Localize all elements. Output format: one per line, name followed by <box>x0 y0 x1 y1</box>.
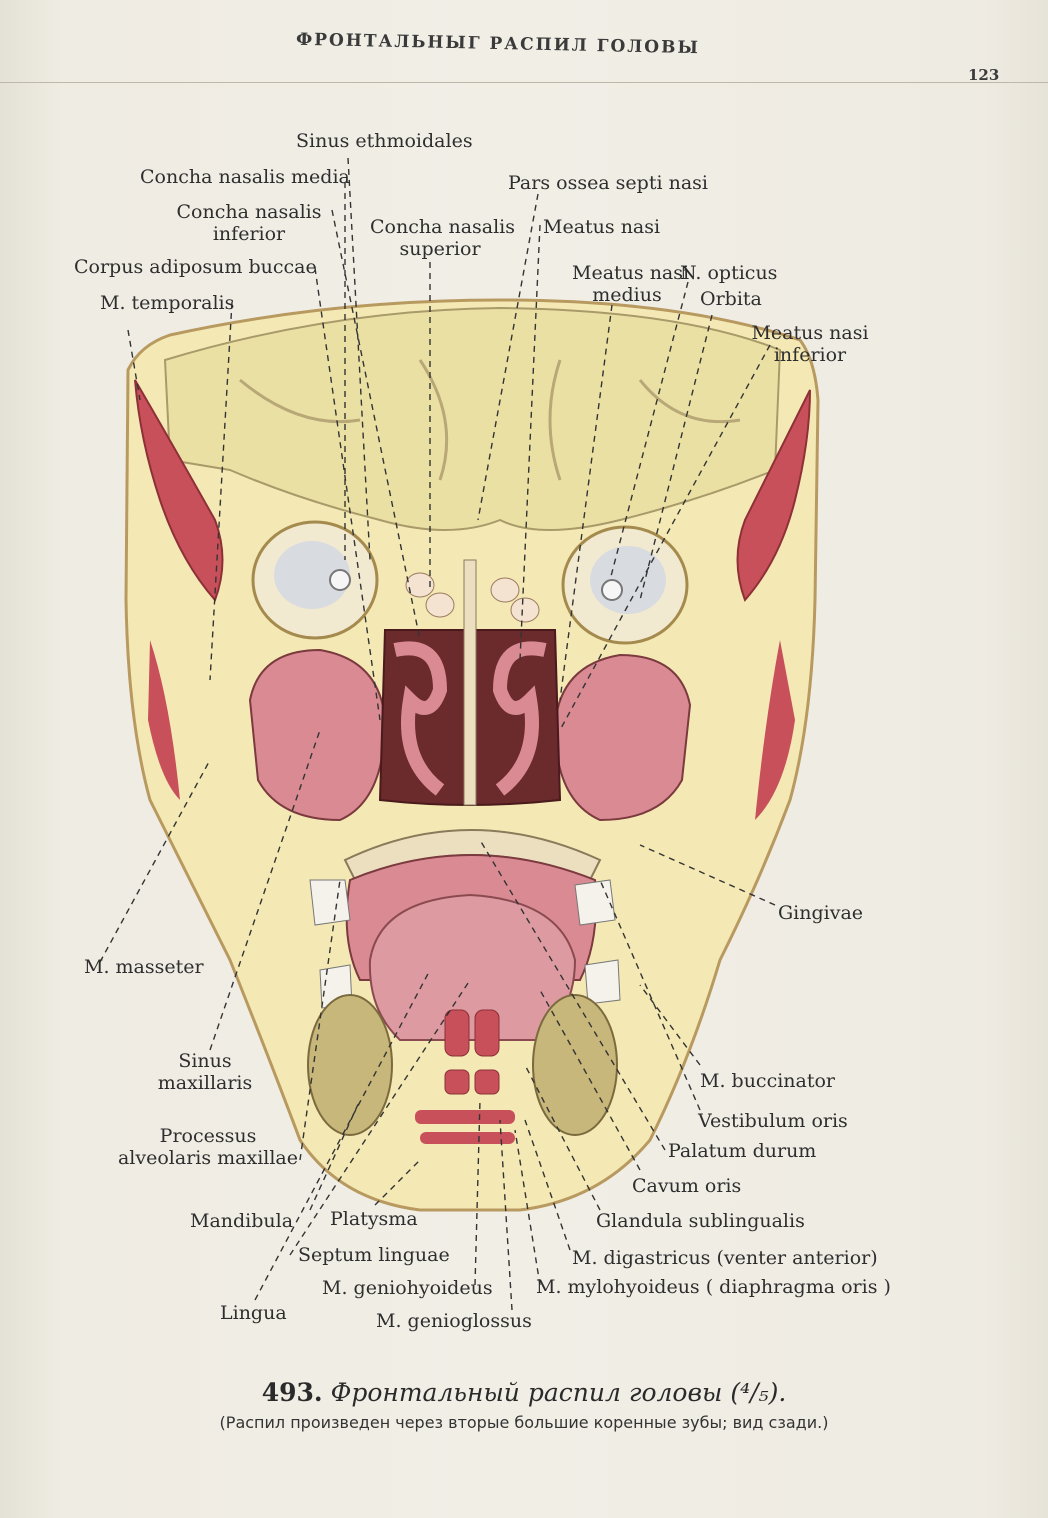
teeth-upper-left <box>309 879 351 926</box>
label-glandula-sublingualis: Glandula sublingualis <box>596 1210 805 1232</box>
label-m-digastricus: M. digastricus (venter anterior) <box>572 1247 878 1269</box>
septum-nasi <box>463 559 477 806</box>
label-m-mylohyoideus: M. mylohyoideus ( diaphragma oris ) <box>536 1276 891 1298</box>
label-vestibulum-oris: Vestibulum oris <box>698 1110 848 1132</box>
label-concha-nasalis-inferior: Concha nasalis inferior <box>176 201 322 245</box>
figure-number: 493. <box>261 1378 323 1407</box>
label-cavum-oris: Cavum oris <box>632 1175 742 1197</box>
label-m-buccinator: M. buccinator <box>700 1070 836 1092</box>
label-meatus-nasi-inferior: Meatus nasi inferior <box>751 322 869 366</box>
m-temporalis-right <box>736 389 811 602</box>
header-rule <box>0 82 1048 83</box>
label-sinus-ethmoidales: Sinus ethmoidales <box>296 130 473 152</box>
figure-title: Фронтальный распил головы (⁴/₅). <box>330 1378 787 1407</box>
m-masseter-left <box>148 640 180 800</box>
label-septum-linguae: Septum linguae <box>298 1244 450 1266</box>
mm-genio <box>444 1009 500 1095</box>
figure-note: (Распил произведен через вторые большие … <box>219 1413 829 1432</box>
label-orbita: Orbita <box>700 288 762 310</box>
label-platysma: Platysma <box>330 1208 418 1230</box>
label-pars-ossea-septi-nasi: Pars ossea septi nasi <box>508 172 708 194</box>
sinus-maxillaris-right <box>553 653 692 822</box>
sinus-maxillaris-left <box>248 648 387 822</box>
label-mandibula: Mandibula <box>190 1210 294 1232</box>
label-m-genioglossus: M. genioglossus <box>376 1310 532 1332</box>
mandibula-right <box>532 994 618 1136</box>
label-m-masseter: M. masseter <box>84 956 204 978</box>
conchae-left <box>393 641 448 796</box>
label-sinus-maxillaris: Sinus maxillaris <box>157 1050 253 1094</box>
m-mylohyoideus <box>415 1110 515 1144</box>
label-concha-nasalis-superior: Concha nasalis superior <box>370 216 516 260</box>
label-meatus-nasi-medius: Meatus nasi medius <box>572 262 690 306</box>
page-number: 123 <box>968 66 1000 84</box>
brain-region <box>163 306 782 531</box>
label-palatum-durum: Palatum durum <box>668 1140 817 1162</box>
label-meatus-nasi: Meatus nasi <box>543 216 661 238</box>
figure-caption: 493. Фронтальный распил головы (⁴/₅). (Р… <box>0 1378 1048 1432</box>
teeth-lower-right <box>584 959 621 1005</box>
lingua <box>368 893 577 1041</box>
label-n-opticus: N. opticus <box>680 262 778 284</box>
label-m-temporalis: M. temporalis <box>100 292 235 314</box>
mandibula-left <box>307 994 393 1136</box>
sinus-ethmoidales <box>405 572 540 623</box>
label-concha-nasalis-media: Concha nasalis media <box>140 166 350 188</box>
label-processus-alveolaris-maxillae: Processus alveolaris maxillae <box>117 1125 299 1169</box>
m-masseter-right <box>755 640 795 820</box>
label-corpus-adiposum-buccae: Corpus adiposum buccae <box>74 256 317 278</box>
label-gingivae: Gingivae <box>778 902 864 924</box>
label-m-geniohyoideus: M. geniohyoideus <box>322 1277 493 1299</box>
conchae-right <box>492 641 547 796</box>
label-lingua: Lingua <box>220 1302 287 1324</box>
teeth-upper-right <box>574 879 616 926</box>
